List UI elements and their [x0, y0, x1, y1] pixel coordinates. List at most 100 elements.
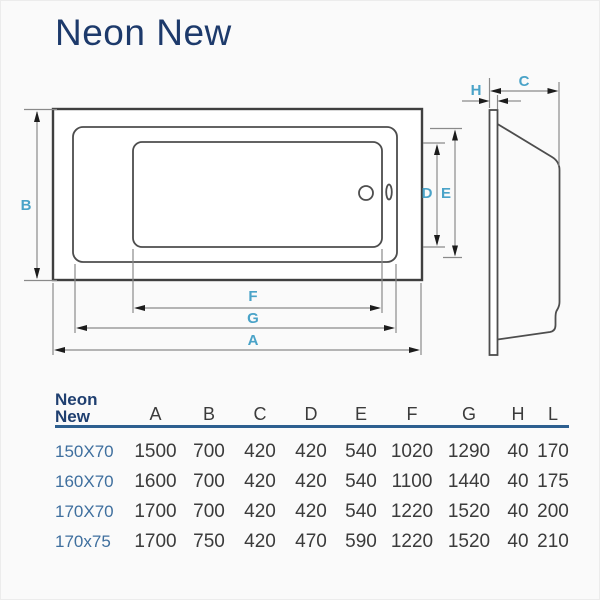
- dimension-a: A: [52, 283, 422, 355]
- value-cell: 1100: [391, 471, 433, 492]
- arrow-up-icon: [34, 111, 40, 122]
- value-cell: 1220: [390, 501, 434, 522]
- value-cell: 420: [295, 441, 327, 462]
- value-cell: 1440: [447, 471, 491, 492]
- arrow-left-icon: [54, 347, 65, 353]
- model-cell: 170X70: [55, 502, 114, 521]
- arrow-right-icon: [547, 88, 559, 94]
- value-cell: 420: [244, 501, 276, 522]
- value-cell: 40: [507, 441, 529, 462]
- arrow-left-icon: [134, 305, 145, 311]
- value-cell: 1290: [447, 441, 491, 462]
- arrow-left-icon: [76, 325, 87, 331]
- column-header-b: B: [183, 391, 235, 428]
- dim-label-e: E: [441, 185, 451, 202]
- arrow-right-icon: [479, 98, 490, 104]
- arrow-left-icon: [497, 98, 508, 104]
- model-cell: 160X70: [55, 472, 114, 491]
- arrow-right-icon: [370, 305, 381, 311]
- model-cell: 150X70: [55, 442, 114, 461]
- column-header-c: C: [235, 391, 285, 428]
- table-title-line1: Neon: [55, 390, 98, 409]
- value-cell: 1500: [134, 441, 177, 462]
- bathtub-technical-drawing: B D E F: [21, 73, 561, 356]
- side-view: [488, 109, 561, 356]
- dim-label-g: G: [247, 310, 259, 327]
- overflow-icon: [385, 183, 393, 201]
- value-cell: 420: [244, 531, 276, 552]
- dim-label-d: D: [422, 185, 433, 202]
- spec-table: Neon New A B C D E F G H L 150X70 1: [55, 391, 569, 557]
- value-cell: 420: [244, 471, 276, 492]
- side-panel: [488, 109, 499, 356]
- arrow-down-icon: [34, 268, 40, 279]
- value-cell: 175: [537, 471, 569, 492]
- table-row: 160X70 1600 700 420 420 540 1100 1440 40…: [55, 467, 569, 497]
- top-view: [51, 107, 424, 282]
- drain-icon: [358, 185, 374, 201]
- table-row: 170x75 1700 750 420 470 590 1220 1520 40…: [55, 527, 569, 557]
- table-title: Neon New: [55, 390, 128, 428]
- dim-label-b: B: [21, 197, 32, 214]
- column-header-f: F: [385, 391, 439, 428]
- dimension-g: G: [74, 264, 397, 333]
- value-cell: 200: [537, 501, 569, 522]
- value-cell: 540: [345, 441, 377, 462]
- dimension-e: E: [430, 127, 462, 259]
- arrow-right-icon: [409, 347, 420, 353]
- dimension-h: H: [462, 82, 521, 109]
- value-cell: 420: [244, 441, 276, 462]
- model-cell: 170x75: [55, 532, 111, 551]
- tub-basin: [132, 141, 383, 248]
- page-title: Neon New: [55, 12, 232, 53]
- value-cell: 1600: [134, 471, 177, 492]
- value-cell: 700: [193, 471, 225, 492]
- value-cell: 540: [345, 501, 377, 522]
- table-row: 170X70 1700 700 420 420 540 1220 1520 40…: [55, 497, 569, 527]
- dimension-b: B: [21, 108, 57, 282]
- side-profile: [497, 123, 561, 341]
- value-cell: 1700: [134, 531, 177, 552]
- arrow-down-icon: [452, 245, 458, 257]
- value-cell: 1520: [447, 531, 491, 552]
- value-cell: 1220: [390, 531, 434, 552]
- dim-label-c: C: [519, 73, 530, 90]
- column-header-d: D: [285, 391, 337, 428]
- value-cell: 40: [507, 471, 529, 492]
- table-header-row: Neon New A B C D E F G H L: [55, 390, 569, 428]
- column-header-l: L: [537, 391, 569, 428]
- dim-label-f: F: [248, 288, 257, 305]
- dimension-f: F: [132, 249, 383, 313]
- dim-label-a: A: [248, 332, 259, 349]
- column-header-e: E: [337, 391, 385, 428]
- dimension-c: C: [488, 73, 560, 166]
- value-cell: 1520: [447, 501, 491, 522]
- arrow-right-icon: [384, 325, 395, 331]
- dimension-d: D: [422, 142, 445, 248]
- value-cell: 470: [295, 531, 327, 552]
- value-cell: 590: [345, 531, 377, 552]
- value-cell: 1700: [134, 501, 177, 522]
- spec-table-section: Neon New A B C D E F G H L 150X70 1: [55, 391, 569, 557]
- arrow-down-icon: [434, 235, 440, 246]
- value-cell: 40: [507, 501, 529, 522]
- arrow-up-icon: [434, 144, 440, 155]
- value-cell: 420: [295, 501, 327, 522]
- value-cell: 540: [345, 471, 377, 492]
- value-cell: 40: [507, 531, 529, 552]
- value-cell: 700: [193, 501, 225, 522]
- column-header-h: H: [499, 391, 537, 428]
- value-cell: 750: [193, 531, 225, 552]
- dim-label-h: H: [471, 82, 482, 99]
- table-row: 150X70 1500 700 420 420 540 1020 1290 40…: [55, 427, 569, 468]
- table-title-line2: New: [55, 407, 90, 426]
- value-cell: 420: [295, 471, 327, 492]
- arrow-left-icon: [490, 88, 501, 94]
- value-cell: 700: [193, 441, 225, 462]
- column-header-g: G: [439, 391, 499, 428]
- arrow-up-icon: [452, 129, 458, 141]
- value-cell: 1020: [390, 441, 434, 462]
- value-cell: 170: [537, 441, 569, 462]
- column-header-a: A: [128, 391, 183, 428]
